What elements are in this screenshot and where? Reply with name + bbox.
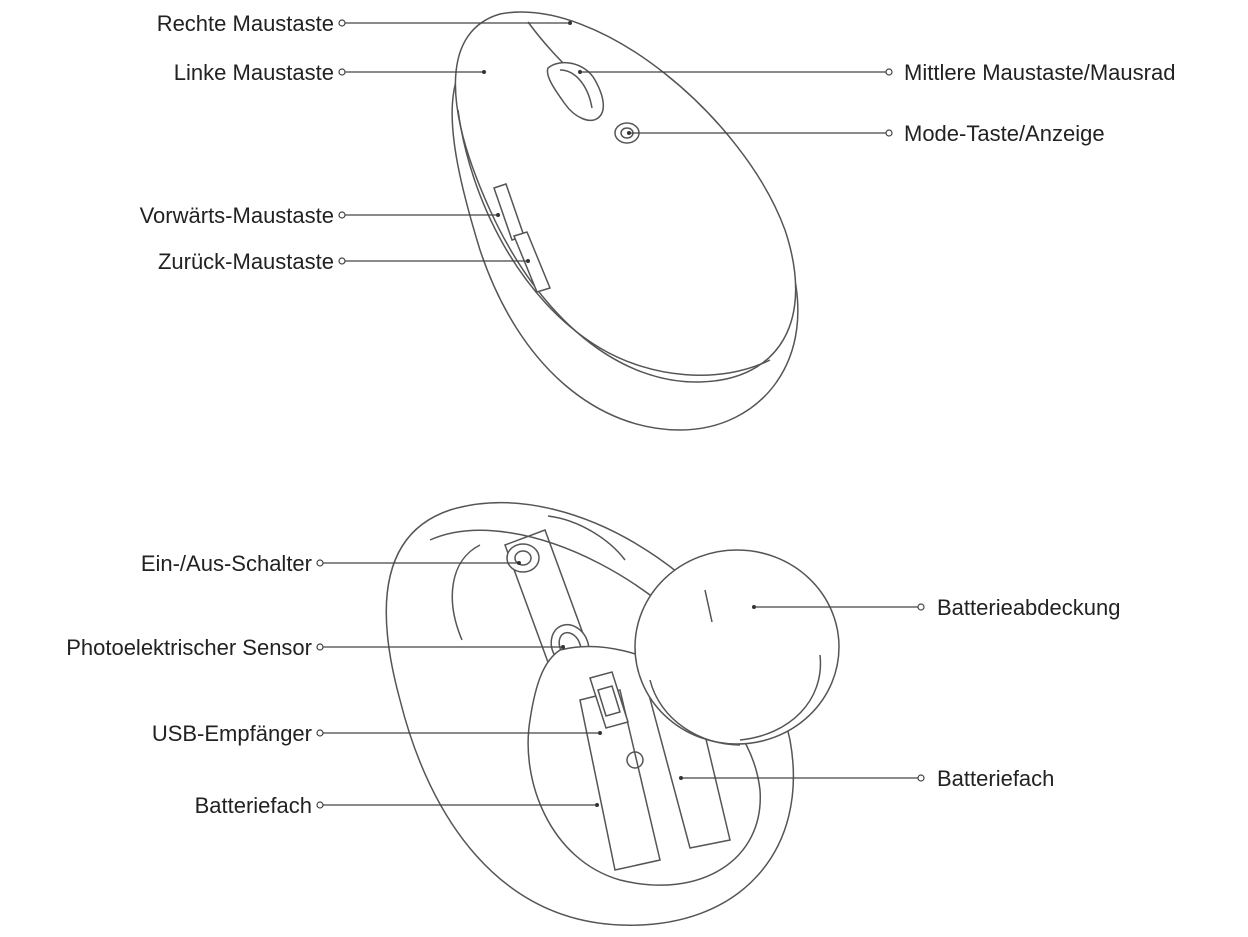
- label-forward-button: Vorwärts-Maustaste: [139, 203, 334, 228]
- leader-power-switch: [316, 559, 521, 567]
- label-power-switch: Ein-/Aus-Schalter: [140, 551, 312, 576]
- power-switch-part: [506, 543, 540, 573]
- back-side-button: [512, 231, 552, 293]
- leader-middle-button: [578, 68, 893, 76]
- label-battery-right: Batteriefach: [937, 766, 1055, 791]
- scroll-wheel: [546, 61, 604, 122]
- label-battery-left: Batteriefach: [194, 793, 312, 818]
- leader-usb-receiver: [316, 729, 602, 737]
- leader-mode-button: [627, 129, 893, 137]
- leader-battery-cover: [752, 603, 925, 611]
- label-back-button: Zurück-Maustaste: [157, 249, 334, 274]
- glide-pad-left: [451, 544, 481, 641]
- usb-receiver-part: [589, 671, 629, 729]
- leader-sensor: [316, 643, 565, 651]
- label-mode-button: Mode-Taste/Anzeige: [904, 121, 1105, 146]
- label-left-button: Linke Maustaste: [173, 60, 334, 85]
- battery-cover-part: [634, 549, 840, 746]
- label-sensor: Photoelektrischer Sensor: [66, 635, 312, 660]
- top-mouse-rim: [457, 109, 771, 376]
- leader-battery-left: [316, 801, 599, 809]
- label-usb-receiver: USB-Empfänger: [151, 721, 312, 746]
- leader-right-button: [338, 19, 572, 27]
- label-middle-button: Mittlere Maustaste/Mausrad: [904, 60, 1176, 85]
- leader-left-button: [338, 68, 486, 76]
- label-right-button: Rechte Maustaste: [156, 11, 334, 36]
- glide-pad-top: [547, 515, 626, 561]
- label-battery-cover: Batterieabdeckung: [937, 595, 1121, 620]
- leader-back-button: [338, 257, 530, 265]
- leader-forward-button: [338, 211, 500, 219]
- leader-battery-right: [679, 774, 925, 782]
- top-mouse-illustration: [451, 11, 799, 431]
- bottom-mouse-illustration: [385, 501, 840, 926]
- battery-contact: [626, 751, 644, 769]
